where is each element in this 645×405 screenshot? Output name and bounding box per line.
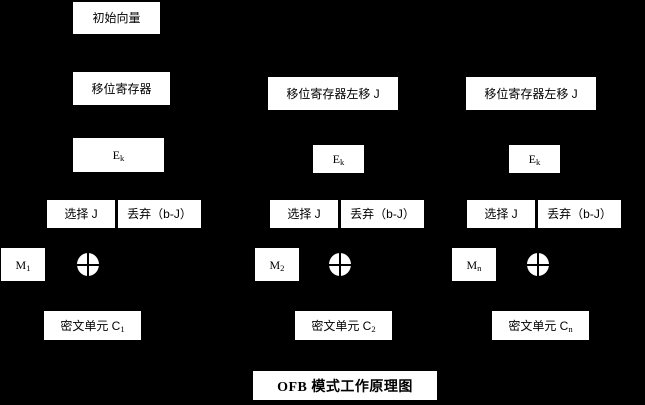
initial-vector-box: 初始向量 xyxy=(73,2,160,34)
discard-label-2: 丢弃（b-J） xyxy=(350,207,415,221)
ciphertext-label-n: 密文单元 Cn xyxy=(508,318,573,334)
xor-vertical-stroke-n xyxy=(537,253,539,276)
shift-register-label-1: 移位寄存器 xyxy=(91,81,152,96)
select-label-n: 选择 J xyxy=(484,207,518,221)
encrypt-box-2: Ek xyxy=(313,145,364,173)
ciphertext-box-2: 密文单元 C2 xyxy=(295,311,392,340)
plaintext-box-1: M1 xyxy=(1,248,45,281)
plaintext-label-n: Mn xyxy=(466,257,482,273)
select-label-2: 选择 J xyxy=(287,207,321,221)
select-box-2: 选择 J xyxy=(270,200,338,228)
xor-vertical-stroke-2 xyxy=(339,253,341,276)
encrypt-box-n: Ek xyxy=(509,145,560,173)
plaintext-box-2: M2 xyxy=(255,248,299,281)
plaintext-box-n: Mn xyxy=(452,248,496,281)
discard-label-n: 丢弃（b-J） xyxy=(547,207,612,221)
xor-vertical-stroke-1 xyxy=(87,253,89,276)
ciphertext-box-1: 密文单元 C1 xyxy=(44,311,141,340)
discard-label-1: 丢弃（b-J） xyxy=(127,207,192,221)
discard-box-2: 丢弃（b-J） xyxy=(341,200,424,228)
ciphertext-label-2: 密文单元 C2 xyxy=(311,318,376,334)
shift-register-box-n: 移位寄存器左移 J xyxy=(466,77,596,110)
shift-register-box-1: 移位寄存器 xyxy=(73,72,170,105)
xor-icon-n xyxy=(527,253,549,276)
encrypt-box-1: Ek xyxy=(73,138,164,172)
encrypt-label-2: Ek xyxy=(332,152,345,167)
select-box-1: 选择 J xyxy=(47,200,115,228)
ciphertext-label-1: 密文单元 C1 xyxy=(60,318,125,334)
ciphertext-box-n: 密文单元 Cn xyxy=(492,311,589,340)
select-box-n: 选择 J xyxy=(467,200,535,228)
select-label-1: 选择 J xyxy=(64,207,98,221)
initial-vector-label: 初始向量 xyxy=(92,11,141,25)
diagram-title: OFB 模式工作原理图 xyxy=(253,371,437,400)
diagram-title-label: OFB 模式工作原理图 xyxy=(277,379,413,395)
shift-register-box-2: 移位寄存器左移 J xyxy=(268,77,398,110)
plaintext-label-2: M2 xyxy=(269,257,285,273)
xor-icon-1 xyxy=(77,253,99,276)
discard-box-1: 丢弃（b-J） xyxy=(118,200,201,228)
encrypt-label-n: Ek xyxy=(528,152,541,167)
encrypt-label-1: Ek xyxy=(112,148,125,163)
shift-register-label-2: 移位寄存器左移 J xyxy=(286,86,380,101)
shift-register-label-n: 移位寄存器左移 J xyxy=(484,86,578,101)
xor-icon-2 xyxy=(329,253,351,276)
discard-box-n: 丢弃（b-J） xyxy=(538,200,621,228)
plaintext-label-1: M1 xyxy=(15,257,31,273)
